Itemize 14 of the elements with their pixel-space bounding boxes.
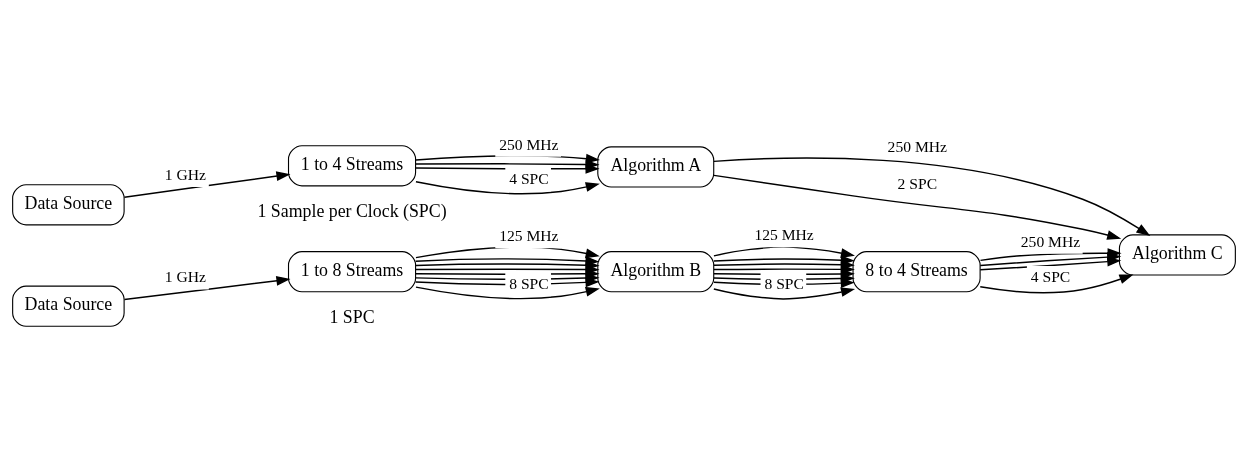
label: 1 Sample per Clock (SPC) <box>257 200 447 221</box>
edge-label: 1 GHz <box>164 165 206 183</box>
edge-label: 8 SPC <box>509 274 549 292</box>
edge-label: 250 MHz <box>1020 232 1081 250</box>
edge-label: 2 SPC <box>897 174 938 192</box>
edge-label: 125 MHz <box>754 225 814 243</box>
edge-label: 250 MHz <box>499 135 559 153</box>
label: 1 SPC <box>329 306 375 327</box>
edge-label: 125 MHz <box>499 226 559 244</box>
edge-label: 250 MHz <box>887 137 947 155</box>
edge-label: 4 SPC <box>509 169 549 187</box>
edge-label: 4 SPC <box>1030 267 1071 285</box>
edge-label: 1 GHz <box>164 267 206 285</box>
edge-label: 8 SPC <box>764 274 804 292</box>
